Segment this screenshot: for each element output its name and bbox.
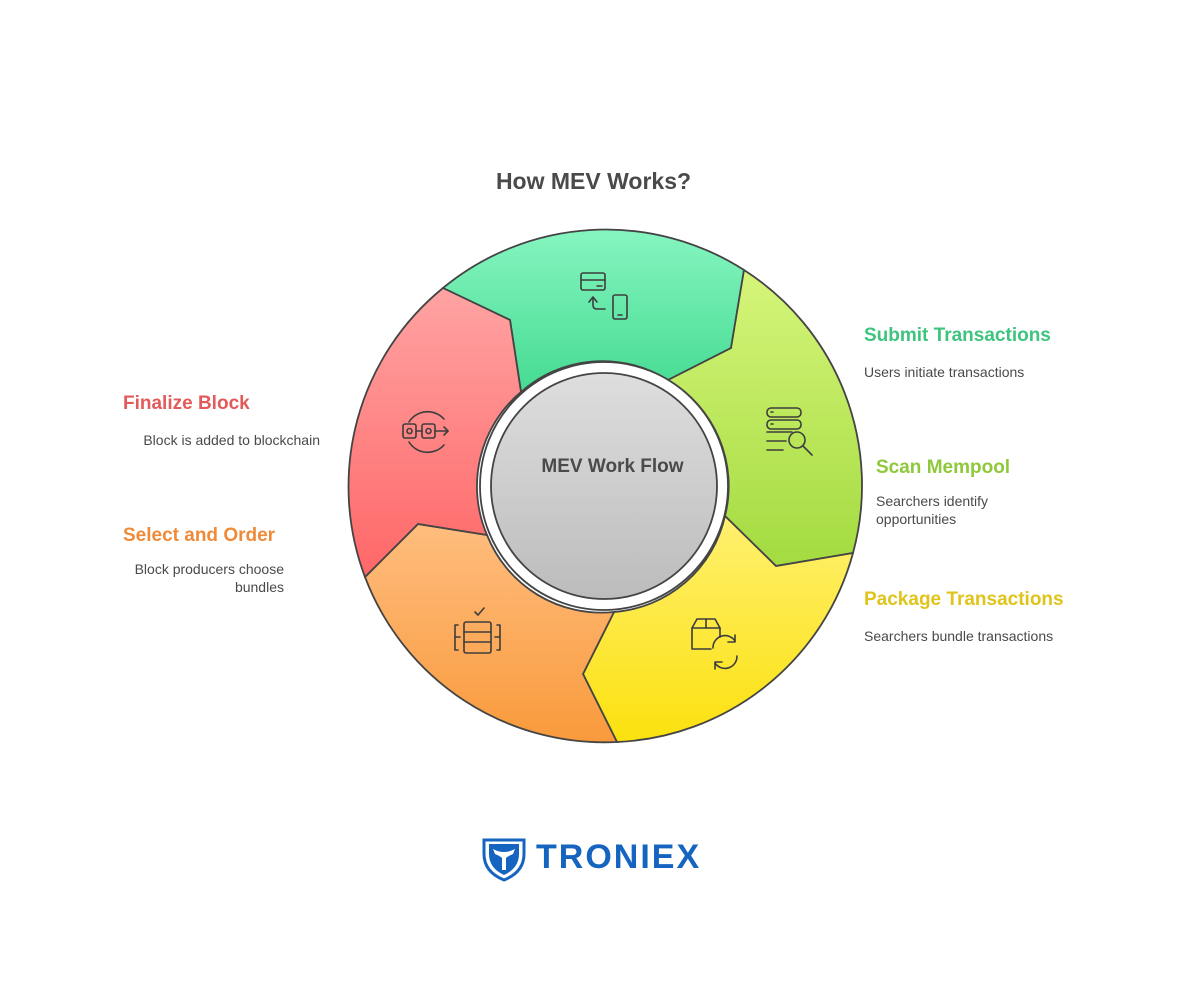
- list-select-icon: [454, 607, 501, 654]
- step-desc-scan-mempool: Searchers identify opportunities: [876, 493, 989, 527]
- step-title-scan-mempool: Scan Mempool: [876, 457, 1011, 478]
- step-title-package-transactions: Package Transactions: [864, 589, 1064, 610]
- step-desc-select-and-order: Block producers choose bundles: [134, 561, 284, 595]
- troniex-shield-logo: [482, 838, 526, 882]
- block-link-icon: [402, 410, 449, 454]
- segment-submit-transactions: [441, 228, 745, 394]
- package-refresh-icon: [691, 618, 738, 670]
- segment-package-transactions: [581, 514, 855, 743]
- step-title-select-and-order: Select and Order: [123, 525, 276, 546]
- step-desc-finalize-block: Block is added to blockchain: [143, 432, 320, 448]
- step-desc-submit-transactions: Users initiate transactions: [864, 364, 1025, 380]
- step-title-submit-transactions: Submit Transactions: [864, 325, 1051, 346]
- database-search-icon: [766, 407, 813, 456]
- card-to-phone-icon: [580, 272, 628, 320]
- step-title-finalize-block: Finalize Block: [123, 393, 250, 414]
- brand-name: TRONIEX: [536, 838, 702, 876]
- center-hub: [490, 372, 718, 600]
- diagram-title: How MEV Works?: [495, 168, 692, 194]
- step-desc-package-transactions: Searchers bundle transactions: [864, 628, 1054, 644]
- center-label: MEV Work Flow: [541, 456, 684, 477]
